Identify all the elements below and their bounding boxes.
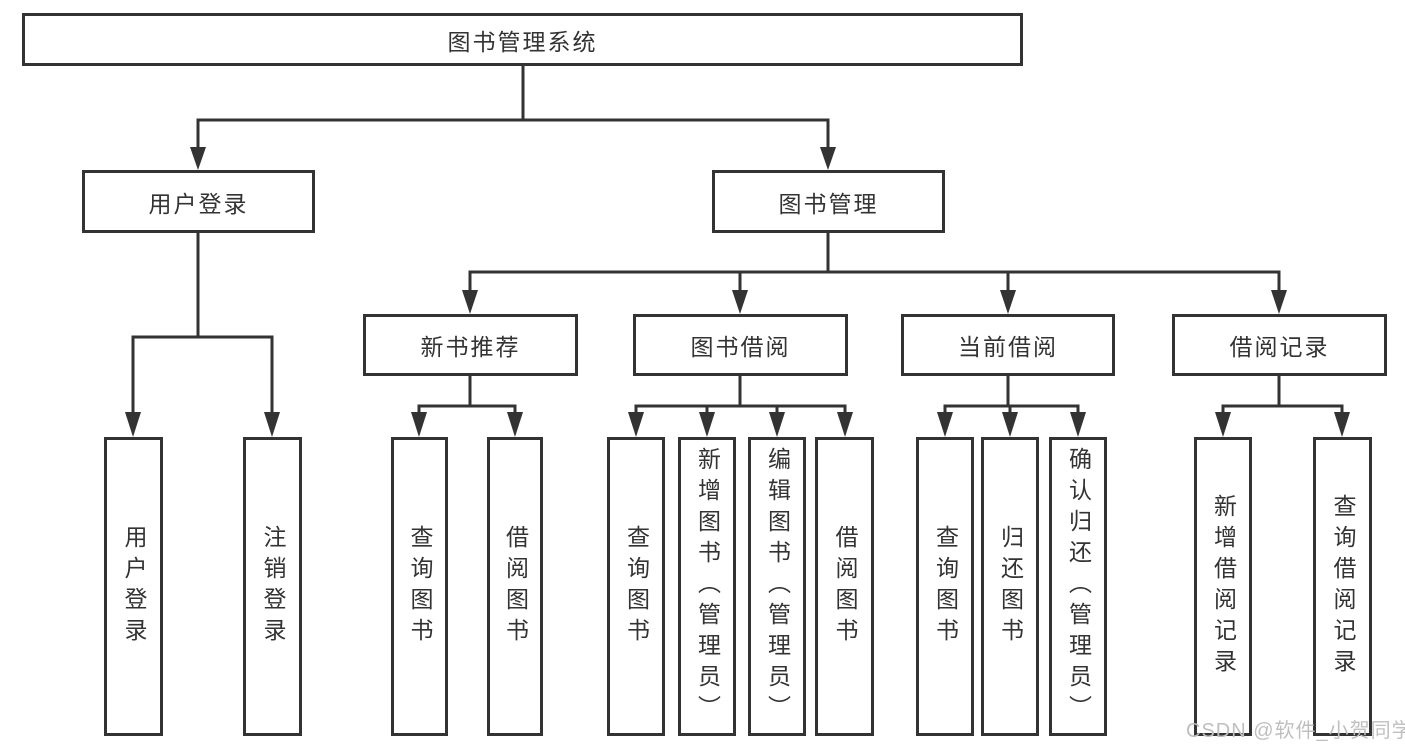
leaf-query-books-recommend: 查询图书 [391,437,448,736]
node-new-book-recommend-label: 新书推荐 [420,334,521,360]
node-user-login-label: 用户登录 [148,190,249,217]
node-book-management: 图书管理 [712,170,945,233]
node-book-management-label: 图书管理 [778,190,879,217]
leaf-borrow-books-recommend: 借阅图书 [487,437,543,736]
leaf-add-borrow-record: 新增借阅记录 [1194,437,1252,736]
node-borrow-records: 借阅记录 [1172,314,1387,376]
node-new-book-recommend: 新书推荐 [363,314,578,376]
connector-user-login-to-leaves [125,231,280,437]
node-current-borrow-label: 当前借阅 [958,334,1058,360]
leaf-query-books-current-label: 查询图书 [932,524,959,649]
leaf-add-borrow-record-label: 新增借阅记录 [1210,493,1237,680]
leaf-borrow-books-recommend-label: 借阅图书 [502,524,529,649]
node-user-login: 用户登录 [82,170,315,233]
node-current-borrow: 当前借阅 [901,314,1115,376]
leaf-query-books-borrow-label: 查询图书 [623,524,650,649]
leaf-borrow-books-label: 借阅图书 [832,524,858,649]
connector-new-book-recommend-to-leaves [411,374,523,437]
leaf-user-login-label: 用户登录 [121,524,147,649]
leaf-query-books-current: 查询图书 [916,437,974,736]
leaf-confirm-return-admin: 确认归还（管理员） [1049,437,1107,736]
connector-book-management-to-level3 [462,231,1287,314]
connector-current-borrow-to-leaves [937,374,1086,437]
leaf-edit-books-admin: 编辑图书（管理员） [748,437,806,736]
csdn-watermark: CSDN @软件_小贺同学 [1186,720,1405,742]
leaf-user-login: 用户登录 [104,437,163,736]
connector-borrow-records-to-leaves [1215,374,1350,437]
node-root-system-label: 图书管理系统 [447,28,598,55]
leaf-confirm-return-admin-label: 确认归还（管理员） [1065,447,1092,726]
leaf-query-books-recommend-label: 查询图书 [407,524,433,649]
node-book-borrow: 图书借阅 [633,314,848,376]
leaf-return-books-label: 归还图书 [997,524,1024,649]
leaf-query-books-borrow: 查询图书 [607,437,665,736]
leaf-logout-label: 注销登录 [260,524,286,649]
leaf-logout: 注销登录 [243,437,302,736]
leaf-edit-books-admin-label: 编辑图书（管理员） [764,447,791,726]
leaf-add-books-admin-label: 新增图书（管理员） [694,447,721,726]
node-borrow-records-label: 借阅记录 [1229,334,1330,360]
leaf-borrow-books: 借阅图书 [815,437,874,736]
connector-root-to-level2 [190,64,836,170]
leaf-add-books-admin: 新增图书（管理员） [678,437,736,736]
leaf-query-borrow-record-label: 查询借阅记录 [1330,493,1356,680]
node-book-borrow-label: 图书借阅 [690,334,791,360]
leaf-query-borrow-record: 查询借阅记录 [1313,437,1372,736]
leaf-return-books: 归还图书 [981,437,1039,736]
connector-book-borrow-to-leaves [628,374,853,437]
node-root-system: 图书管理系统 [22,13,1023,66]
